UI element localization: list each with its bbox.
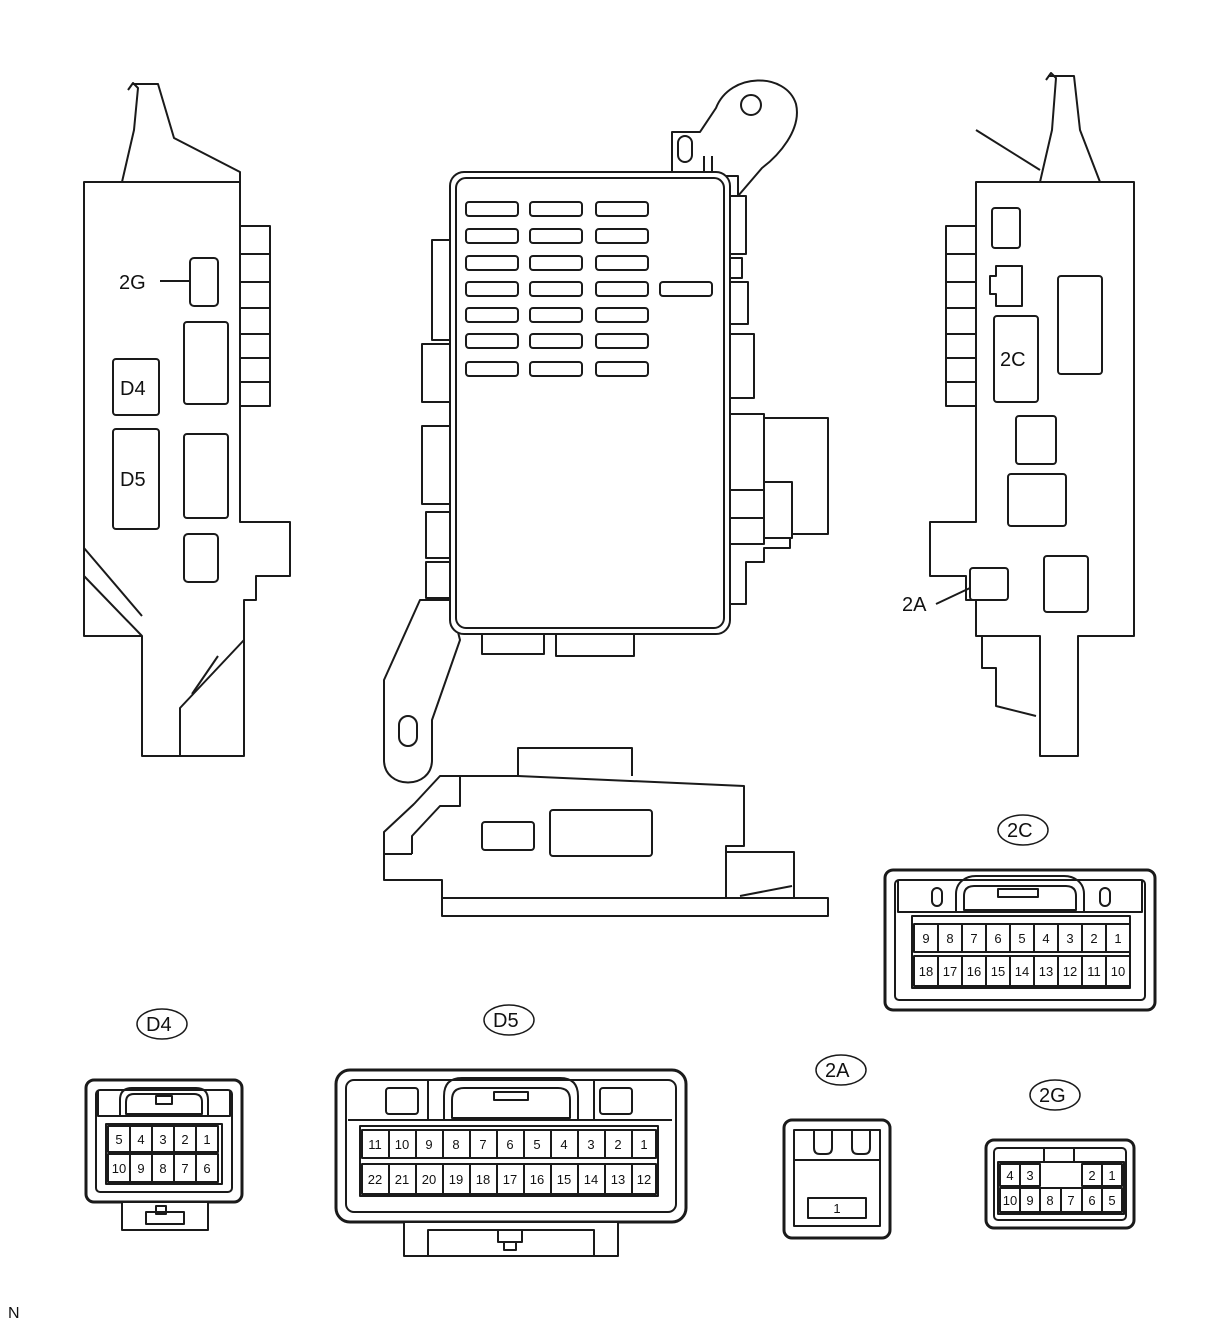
pin-2g-4: 4: [1006, 1168, 1013, 1183]
center-front-view: [383, 79, 829, 784]
pin-2c-6: 6: [994, 931, 1001, 946]
pin-2c-14: 14: [1015, 964, 1029, 979]
pin-2c-9: 9: [922, 931, 929, 946]
connector-d5-tag: D5: [493, 1010, 519, 1032]
connector-2c: 2C 9 8 7 6 5 4 3 2 1: [883, 814, 1157, 1012]
pin-d4-10: 10: [112, 1161, 126, 1176]
pin-2g-8: 8: [1046, 1193, 1053, 1208]
pin-d5-9: 9: [425, 1137, 432, 1152]
pin-2c-7: 7: [970, 931, 977, 946]
pin-d5-7: 7: [479, 1137, 486, 1152]
pin-d4-4: 4: [137, 1132, 144, 1147]
pin-d5-19: 19: [449, 1172, 463, 1187]
connector-2c-top-row: 9 8 7 6 5 4 3 2 1: [913, 923, 1131, 953]
pin-d5-5: 5: [533, 1137, 540, 1152]
pin-d4-5: 5: [115, 1132, 122, 1147]
connector-2a-tag: 2A: [825, 1060, 850, 1082]
label-2g: 2G: [119, 272, 146, 294]
pin-2c-5: 5: [1018, 931, 1025, 946]
connector-d4-tag: D4: [146, 1014, 172, 1036]
pin-d4-1: 1: [203, 1132, 210, 1147]
pin-2a-1: 1: [833, 1201, 840, 1216]
label-d4: D4: [120, 378, 146, 400]
pin-d5-18: 18: [476, 1172, 490, 1187]
connector-2g: 2G 4 3 2 1 10 9 8 7 6 5: [984, 1079, 1136, 1230]
pin-d5-3: 3: [587, 1137, 594, 1152]
pin-d4-6: 6: [203, 1161, 210, 1176]
pin-d5-4: 4: [560, 1137, 567, 1152]
pin-d5-6: 6: [506, 1137, 513, 1152]
pin-d4-9: 9: [137, 1161, 144, 1176]
pin-d5-21: 21: [395, 1172, 409, 1187]
pin-d5-20: 20: [422, 1172, 436, 1187]
pin-2c-8: 8: [946, 931, 953, 946]
pin-2c-13: 13: [1039, 964, 1053, 979]
pin-2g-7: 7: [1067, 1193, 1074, 1208]
pin-2g-10: 10: [1003, 1193, 1017, 1208]
connector-d5-top-row: 11 10 9 8 7 6 5 4 3 2 1: [361, 1129, 657, 1159]
pin-d5-22: 22: [368, 1172, 382, 1187]
pin-2g-2: 2: [1088, 1168, 1095, 1183]
connector-d5: D5 11 10 9 8 7 6 5 4 3: [334, 1004, 688, 1257]
pin-d5-15: 15: [557, 1172, 571, 1187]
connector-d4: D4 5 4 3 2 1 10 9 8 7 6: [84, 1008, 244, 1231]
pin-d5-16: 16: [530, 1172, 544, 1187]
fuse-slots: [465, 201, 713, 377]
pin-2g-5: 5: [1108, 1193, 1115, 1208]
pin-2c-4: 4: [1042, 931, 1049, 946]
pin-2c-18: 18: [919, 964, 933, 979]
pin-d5-2: 2: [614, 1137, 621, 1152]
pin-2g-1: 1: [1108, 1168, 1115, 1183]
label-2c: 2C: [1000, 349, 1026, 371]
pin-2g-9: 9: [1026, 1193, 1033, 1208]
pin-d4-8: 8: [159, 1161, 166, 1176]
pin-d4-2: 2: [181, 1132, 188, 1147]
label-d5: D5: [120, 469, 146, 491]
pin-2c-11: 11: [1087, 964, 1101, 979]
pin-d5-17: 17: [503, 1172, 517, 1187]
pin-2c-3: 3: [1066, 931, 1073, 946]
connector-d5-bottom-row: 22 21 20 19 18 17 16 15 14 13 12: [361, 1163, 657, 1195]
pin-d5-11: 11: [368, 1137, 382, 1152]
pin-d5-10: 10: [395, 1137, 409, 1152]
pin-2c-15: 15: [991, 964, 1005, 979]
pin-d5-8: 8: [452, 1137, 459, 1152]
connector-2c-tag: 2C: [1007, 820, 1033, 842]
connector-2c-bottom-row: 18 17 16 15 14 13 12 11 10: [913, 955, 1131, 987]
right-side-view: 2C 2A: [902, 72, 1135, 757]
connector-2g-tag: 2G: [1039, 1085, 1066, 1107]
bottom-view: [383, 747, 829, 917]
pin-d4-3: 3: [159, 1132, 166, 1147]
pin-2c-2: 2: [1090, 931, 1097, 946]
pin-d4-7: 7: [181, 1161, 188, 1176]
pin-2g-6: 6: [1088, 1193, 1095, 1208]
pin-d5-12: 12: [637, 1172, 651, 1187]
pin-2c-10: 10: [1111, 964, 1125, 979]
label-2a: 2A: [902, 594, 927, 616]
pin-d5-13: 13: [611, 1172, 625, 1187]
pin-d5-14: 14: [584, 1172, 598, 1187]
pin-2g-3: 3: [1026, 1168, 1033, 1183]
connector-2a: 2A 1: [782, 1054, 892, 1240]
pin-2c-1: 1: [1114, 931, 1121, 946]
pin-d5-1: 1: [640, 1137, 647, 1152]
pin-2c-12: 12: [1063, 964, 1077, 979]
pin-2c-17: 17: [943, 964, 957, 979]
pin-2c-16: 16: [967, 964, 981, 979]
footer-code: N: [8, 1305, 20, 1322]
left-side-view: 2G D4 D5: [83, 82, 291, 757]
